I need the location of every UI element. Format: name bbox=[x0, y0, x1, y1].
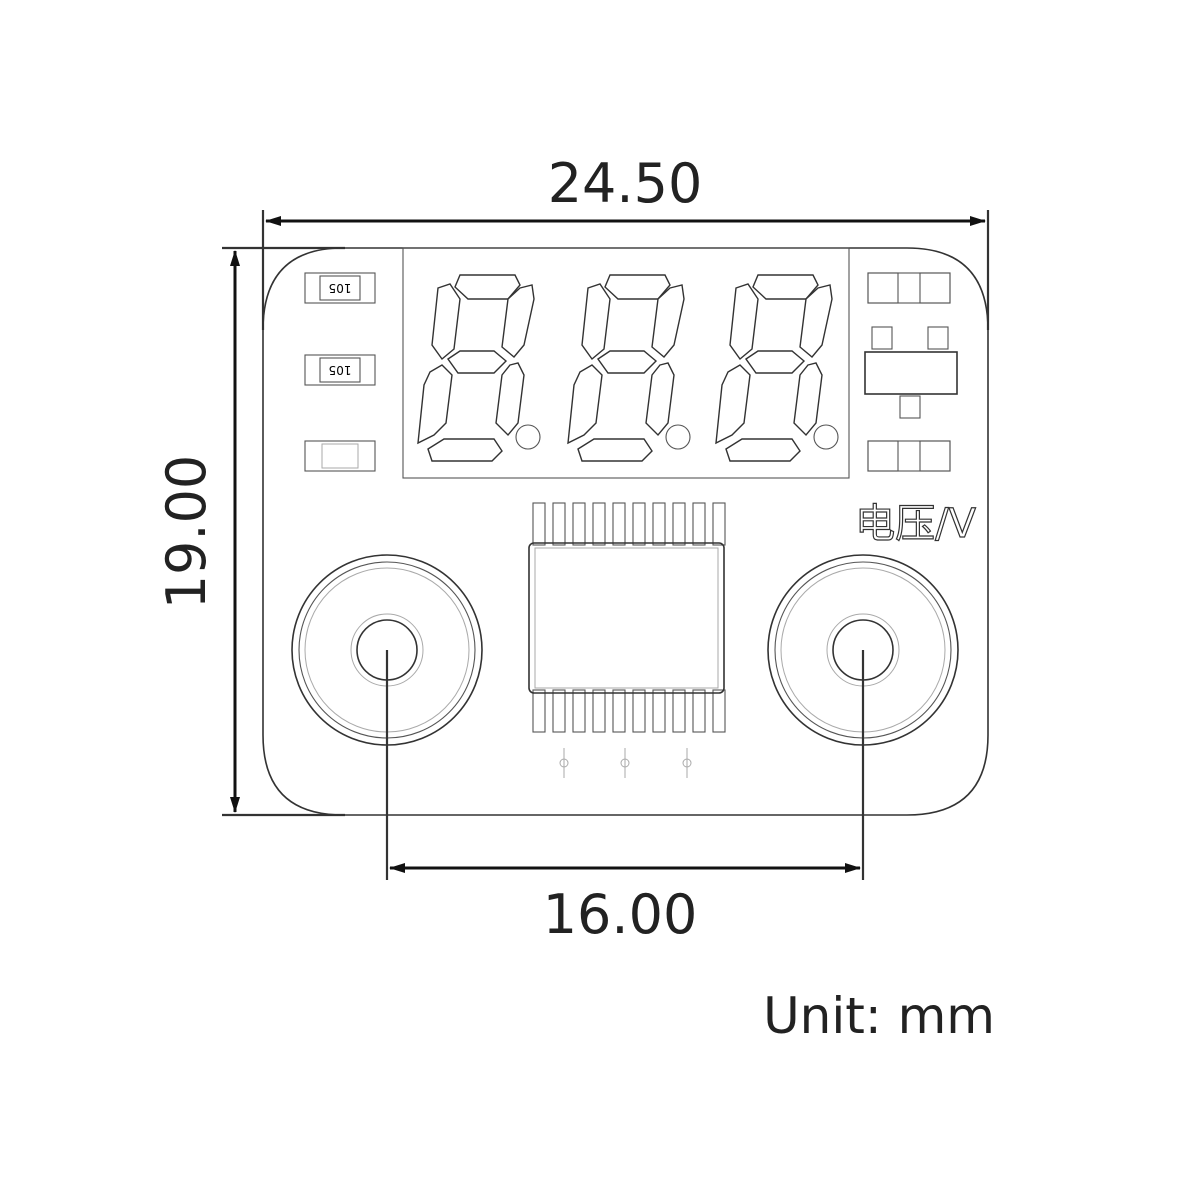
height-dimension: 19.00 bbox=[155, 246, 345, 817]
display-window bbox=[402, 247, 850, 479]
resistor-right-top bbox=[867, 272, 951, 304]
resistor-1: 105 bbox=[304, 272, 376, 304]
resistor-marking: 105 bbox=[329, 281, 352, 295]
capacitor-left bbox=[304, 440, 376, 472]
seven-segment-display bbox=[417, 274, 839, 462]
hole-spacing-label: 16.00 bbox=[543, 883, 698, 946]
voltage-label: 电压/V bbox=[855, 501, 976, 547]
width-dimension: 24.50 bbox=[261, 152, 990, 330]
resistor-2: 105 bbox=[304, 354, 376, 386]
resistor-right-bottom bbox=[867, 440, 951, 472]
hole-spacing-dimension: 16.00 bbox=[385, 650, 865, 946]
transistor-sot23 bbox=[864, 326, 958, 419]
height-label: 19.00 bbox=[155, 455, 218, 610]
unit-label: Unit: mm bbox=[763, 987, 995, 1045]
ic-pins-bottom bbox=[532, 689, 726, 733]
test-points bbox=[559, 748, 692, 778]
board-outline bbox=[262, 247, 989, 816]
ic-pins-top bbox=[532, 502, 726, 546]
ic-chip bbox=[528, 502, 726, 733]
resistor-marking: 105 bbox=[329, 363, 352, 377]
width-label: 24.50 bbox=[548, 152, 703, 215]
